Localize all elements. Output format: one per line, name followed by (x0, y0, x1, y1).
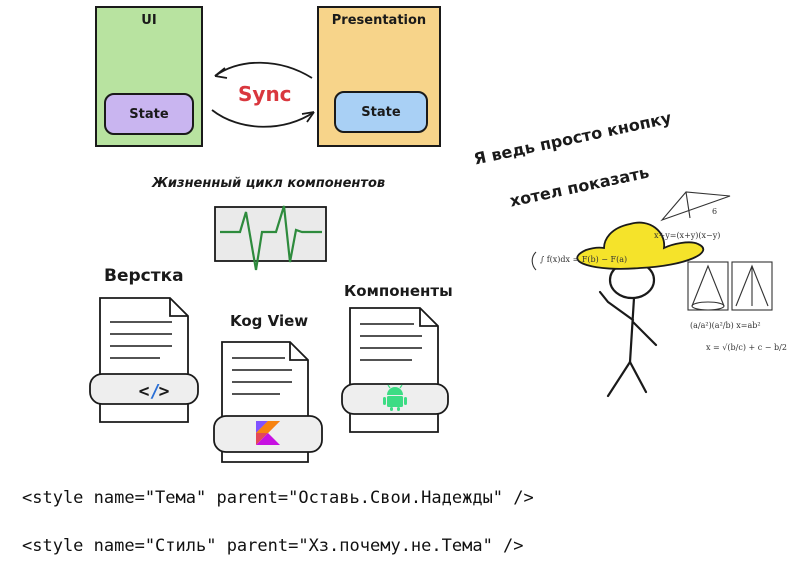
svg-text:>: > (159, 381, 170, 402)
android-robot-icon (383, 384, 407, 411)
presentation-box-title: Presentation (331, 13, 427, 28)
svg-text:/: / (150, 381, 161, 402)
lifecycle-monitor (214, 206, 327, 262)
math-text: ∫ f(x)dx = F(b) − F(a) x+y=(x+y)(x−y) (a… (540, 207, 787, 352)
code-brackets-icon: < / > (139, 381, 170, 402)
doc-layout (89, 297, 199, 423)
lifecycle-pulse (220, 205, 322, 271)
ui-box-content: UI State (96, 7, 202, 146)
sync-label: Sync (238, 82, 292, 106)
math-scribbles (531, 191, 773, 311)
doc-components (341, 307, 449, 433)
svg-text:x+y=(x+y)(x−y): x+y=(x+y)(x−y) (654, 231, 720, 240)
sync-arrow-bottom (211, 109, 315, 128)
code-line-1: <style name="Тема" parent="Оставь.Свои.Н… (22, 488, 534, 508)
ui-box-title: UI (141, 13, 157, 28)
code-line-2: <style name="Стиль" parent="Хз.почему.не… (22, 536, 524, 556)
doc-components-label: Компоненты (344, 282, 453, 300)
svg-text:<: < (139, 381, 150, 402)
svg-text:x = √(b/c) + c − b/2: x = √(b/c) + c − b/2 (706, 343, 787, 352)
stick-figure (598, 260, 658, 398)
kotlin-logo-icon (256, 421, 280, 445)
presentation-box-content: Presentation State (318, 7, 440, 146)
svg-text:(a/a²)(a²/b) x=ab²: (a/a²)(a²/b) x=ab² (690, 321, 761, 330)
presentation-state-box: State (334, 91, 428, 133)
doc-layout-label: Верстка (104, 266, 184, 286)
svg-text:∫ f(x)dx = F(b) − F(a): ∫ f(x)dx = F(b) − F(a) (540, 255, 627, 264)
svg-text:6: 6 (712, 207, 717, 216)
doc-kog-view-label: Kog View (230, 312, 309, 330)
sync-arrow-top (214, 61, 313, 79)
ui-state-box: State (104, 93, 194, 135)
lifecycle-label: Жизненный цикл компонентов (152, 176, 386, 191)
sombrero-hat (576, 221, 705, 270)
